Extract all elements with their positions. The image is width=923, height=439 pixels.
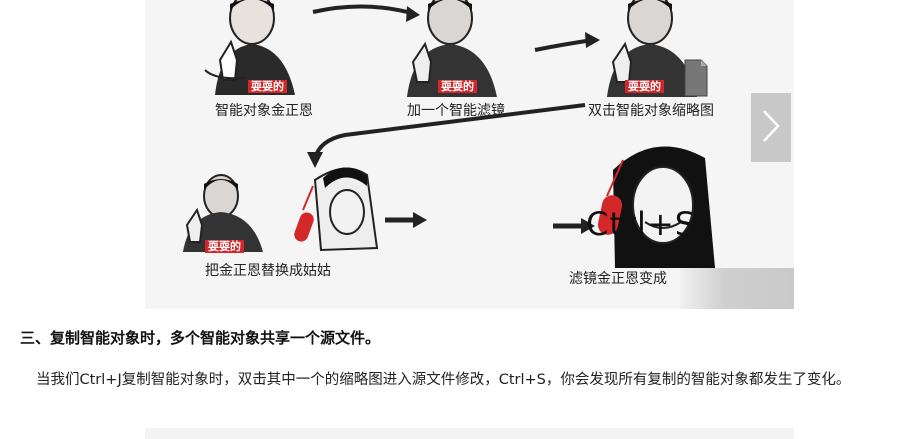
figure-aunt-small xyxy=(292,167,377,250)
caption-step4: 把金正恩替换成姑姑 xyxy=(205,260,331,280)
caption-step3: 双击智能对象缩略图 xyxy=(588,100,714,120)
section-paragraph: 当我们Ctrl+J复制智能对象时，双击其中一个的缩略图进入源文件修改，Ctrl+… xyxy=(20,368,905,392)
tutorial-figure: 耍耍的 耍耍的 耍耍的 耍耍的 智能对象金正恩 加一个智能滤镜 双击智能对象缩略… xyxy=(145,0,794,309)
caption-step2: 加一个智能滤镜 xyxy=(407,100,505,120)
next-figure-top xyxy=(145,428,794,439)
figure-tag-2: 耍耍的 xyxy=(438,80,477,93)
figure-tag-4: 耍耍的 xyxy=(205,240,244,253)
caption-step5: 滤镜金正恩变成 xyxy=(569,268,667,288)
watermark-blur xyxy=(680,268,794,309)
caption-step1: 智能对象金正恩 xyxy=(215,100,313,120)
chevron-right-icon xyxy=(761,108,781,148)
shortcut-label: Ctrl+S xyxy=(586,205,696,243)
figure-tag-3: 耍耍的 xyxy=(625,80,664,93)
arrow-2 xyxy=(535,40,593,50)
figure-tag-1: 耍耍的 xyxy=(248,80,287,93)
arrow-1 xyxy=(313,6,415,14)
section-heading: 三、复制智能对象时，多个智能对象共享一个源文件。 xyxy=(20,327,380,348)
next-image-button[interactable] xyxy=(751,93,791,162)
